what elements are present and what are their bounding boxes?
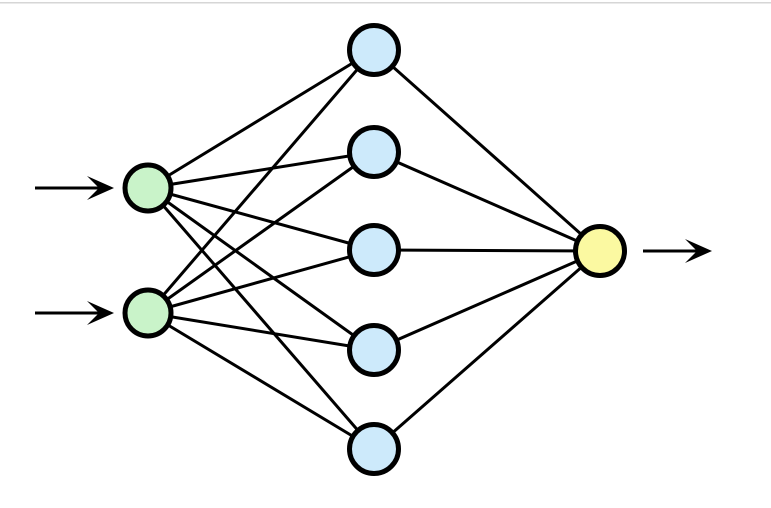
edge-in1-h4: [147, 186, 375, 352]
edge-in1-h5: [146, 187, 376, 450]
edge-h3-out1: [373, 248, 601, 253]
hidden-node-5: [347, 422, 401, 476]
output-arrow-head-icon: [685, 239, 712, 263]
edge-in2-h1: [146, 49, 376, 314]
hidden-node-3: [347, 223, 401, 277]
input-arrow-1-head-icon: [87, 176, 114, 200]
top-border-line: [0, 2, 771, 4]
hidden-node-2: [347, 125, 401, 179]
input-arrow-2-head-icon: [87, 301, 114, 325]
output-arrow: [643, 239, 712, 263]
input-arrow-2: [35, 301, 114, 325]
edge-in1-h2: [147, 150, 375, 190]
output-node-1: [573, 224, 627, 278]
input-node-1: [122, 162, 174, 214]
hidden-node-1: [347, 23, 401, 77]
edge-in1-h3: [147, 186, 375, 252]
edge-h2-out1: [373, 150, 601, 253]
edge-h4-out1: [373, 249, 601, 352]
input-arrow-1: [35, 176, 114, 200]
edge-in1-h1: [147, 48, 375, 190]
edge-in2-h3: [147, 248, 375, 315]
edge-h5-out1: [373, 249, 601, 451]
edge-in2-h2: [147, 150, 375, 315]
edge-h1-out1: [373, 48, 601, 253]
edge-in2-h4: [147, 311, 375, 352]
input-node-2: [122, 287, 174, 339]
edge-in2-h5: [147, 311, 375, 451]
hidden-node-4: [347, 323, 401, 377]
